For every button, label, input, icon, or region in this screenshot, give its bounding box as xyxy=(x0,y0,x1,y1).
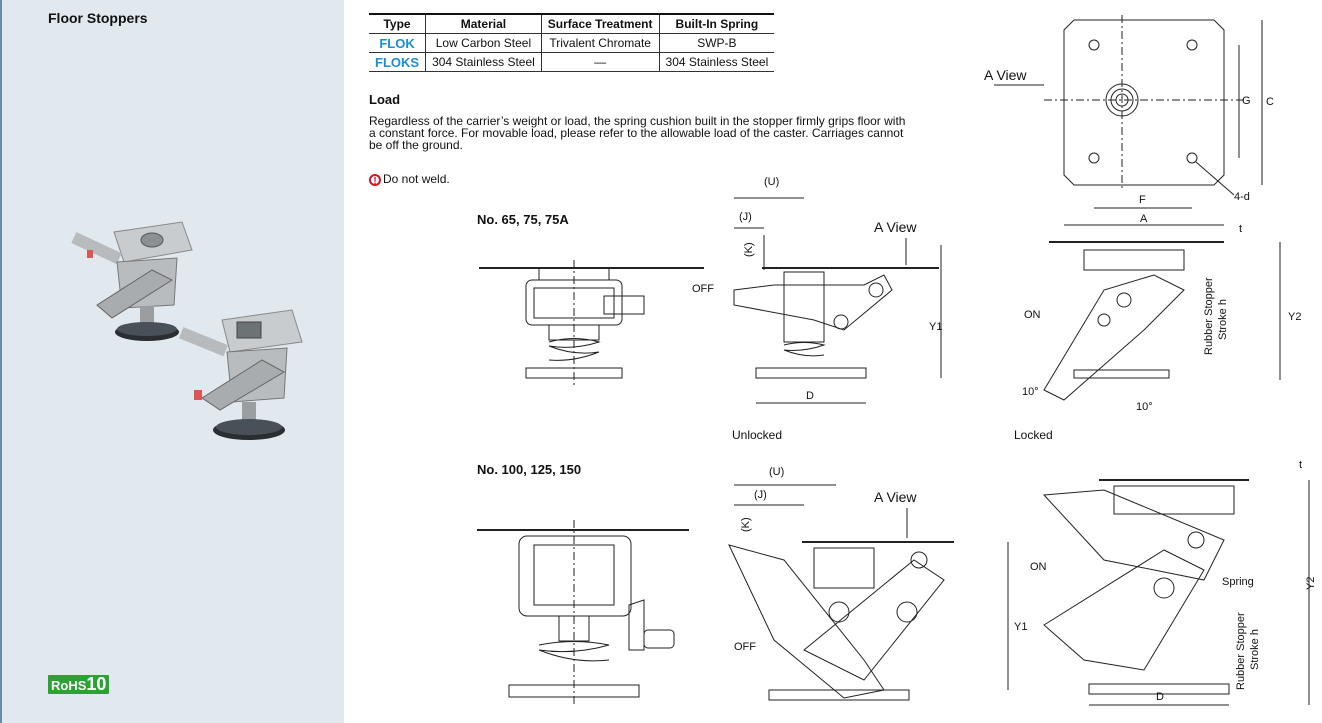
spec-table-header: Type Material Surface Treatment Built-In… xyxy=(369,13,775,34)
caption-locked: Locked xyxy=(1014,428,1053,442)
type-cell[interactable]: FLOK xyxy=(369,33,427,53)
label-off-large: OFF xyxy=(734,641,756,653)
side-view-unlocked-large: (U) (J) OFF Y1 A View (K) xyxy=(728,466,1027,701)
dim-d-small: D xyxy=(806,390,814,402)
label-on-small: ON xyxy=(1024,309,1041,321)
dim-a: A xyxy=(1140,213,1148,225)
dim-y2-large: Y2 xyxy=(1305,577,1317,590)
dim-k-small: (K) xyxy=(743,242,755,257)
dim-j-large: (J) xyxy=(754,489,767,501)
header-spring: Built-In Spring xyxy=(658,13,775,34)
dim-u-small: (U) xyxy=(764,176,779,188)
table-row: FLOK Low Carbon Steel Trivalent Chromate… xyxy=(369,33,775,53)
dim-j-small: (J) xyxy=(739,211,752,223)
label-on-large: ON xyxy=(1030,561,1047,573)
load-description: Regardless of the carrier’s weight or lo… xyxy=(369,114,906,152)
label-spring: Spring xyxy=(1222,576,1254,588)
dim-t-small: t xyxy=(1239,223,1242,235)
header-surface: Surface Treatment xyxy=(540,13,660,34)
stopper-photo-1 xyxy=(71,221,193,341)
front-view-small xyxy=(479,260,704,385)
dim-g: G xyxy=(1242,95,1251,107)
spec-table: Type Material Surface Treatment Built-In… xyxy=(369,13,775,72)
a-view-plate: A View F A G C 4-d xyxy=(984,15,1274,226)
rohs-number: 10 xyxy=(86,674,107,694)
dim-hole: 4-d xyxy=(1234,191,1250,203)
angle-right: 10° xyxy=(1136,401,1153,413)
model-label-large: No. 100, 125, 150 xyxy=(477,462,582,477)
label-off-small: OFF xyxy=(692,283,714,295)
a-view-label-small: A View xyxy=(874,219,917,235)
load-heading: Load xyxy=(369,92,401,107)
sidebar: Floor Stoppers RoHS10 xyxy=(0,0,344,723)
table-row: FLOKS 304 Stainless Steel — 304 Stainles… xyxy=(369,52,775,72)
dim-y1-small: Y1 xyxy=(929,321,942,333)
spring-cell: SWP-B xyxy=(658,33,775,53)
rohs-badge: RoHS10 xyxy=(48,674,110,694)
a-view-title: A View xyxy=(984,67,1027,83)
model-label-small: No. 65, 75, 75A xyxy=(477,212,569,227)
category-title: Floor Stoppers xyxy=(48,10,148,26)
front-view-large xyxy=(477,520,689,705)
dim-d-large: D xyxy=(1156,691,1164,703)
product-photo xyxy=(71,221,303,440)
warning-text: Do not weld. xyxy=(383,172,450,186)
spring-cell: 304 Stainless Steel xyxy=(658,52,775,72)
technical-drawings: (U) (J) (K) OFF Y1 D A View A View F xyxy=(477,15,1317,706)
label-stroke-small: Stroke h xyxy=(1217,299,1229,340)
a-view-label-large: A View xyxy=(874,489,917,505)
dim-t-large: t xyxy=(1299,459,1302,471)
dim-c: C xyxy=(1266,96,1274,108)
material-cell: 304 Stainless Steel xyxy=(425,52,542,72)
header-material: Material xyxy=(425,13,542,34)
caption-unlocked: Unlocked xyxy=(732,428,783,442)
side-view-unlocked-small: (U) (J) (K) OFF Y1 D A View xyxy=(692,176,942,404)
dim-y2-small: Y2 xyxy=(1288,311,1301,323)
main-content: Type Material Surface Treatment Built-In… xyxy=(344,0,1322,723)
label-rubber-small: Rubber Stopper xyxy=(1203,277,1215,355)
label-rubber-large: Rubber Stopper xyxy=(1235,612,1247,690)
surface-cell: — xyxy=(540,52,660,72)
side-view-locked-small: ON Rubber Stopper Stroke h Y2 t 10° 10° xyxy=(1022,223,1301,413)
label-stroke-large: Stroke h xyxy=(1249,629,1261,670)
side-view-locked-large: ON Spring Rubber Stopper Stroke h Y2 D t xyxy=(1030,459,1317,706)
dim-u-large: (U) xyxy=(769,466,784,478)
surface-cell: Trivalent Chromate xyxy=(540,33,660,53)
dim-f: F xyxy=(1139,194,1146,206)
dim-k-large: (K) xyxy=(740,517,752,532)
warning-note: !Do not weld. xyxy=(369,172,450,187)
rohs-prefix: RoHS xyxy=(51,678,87,693)
dim-y1-large: Y1 xyxy=(1014,621,1027,633)
stopper-photo-2 xyxy=(178,309,303,440)
angle-left: 10° xyxy=(1022,386,1039,398)
warning-icon: ! xyxy=(369,174,381,187)
